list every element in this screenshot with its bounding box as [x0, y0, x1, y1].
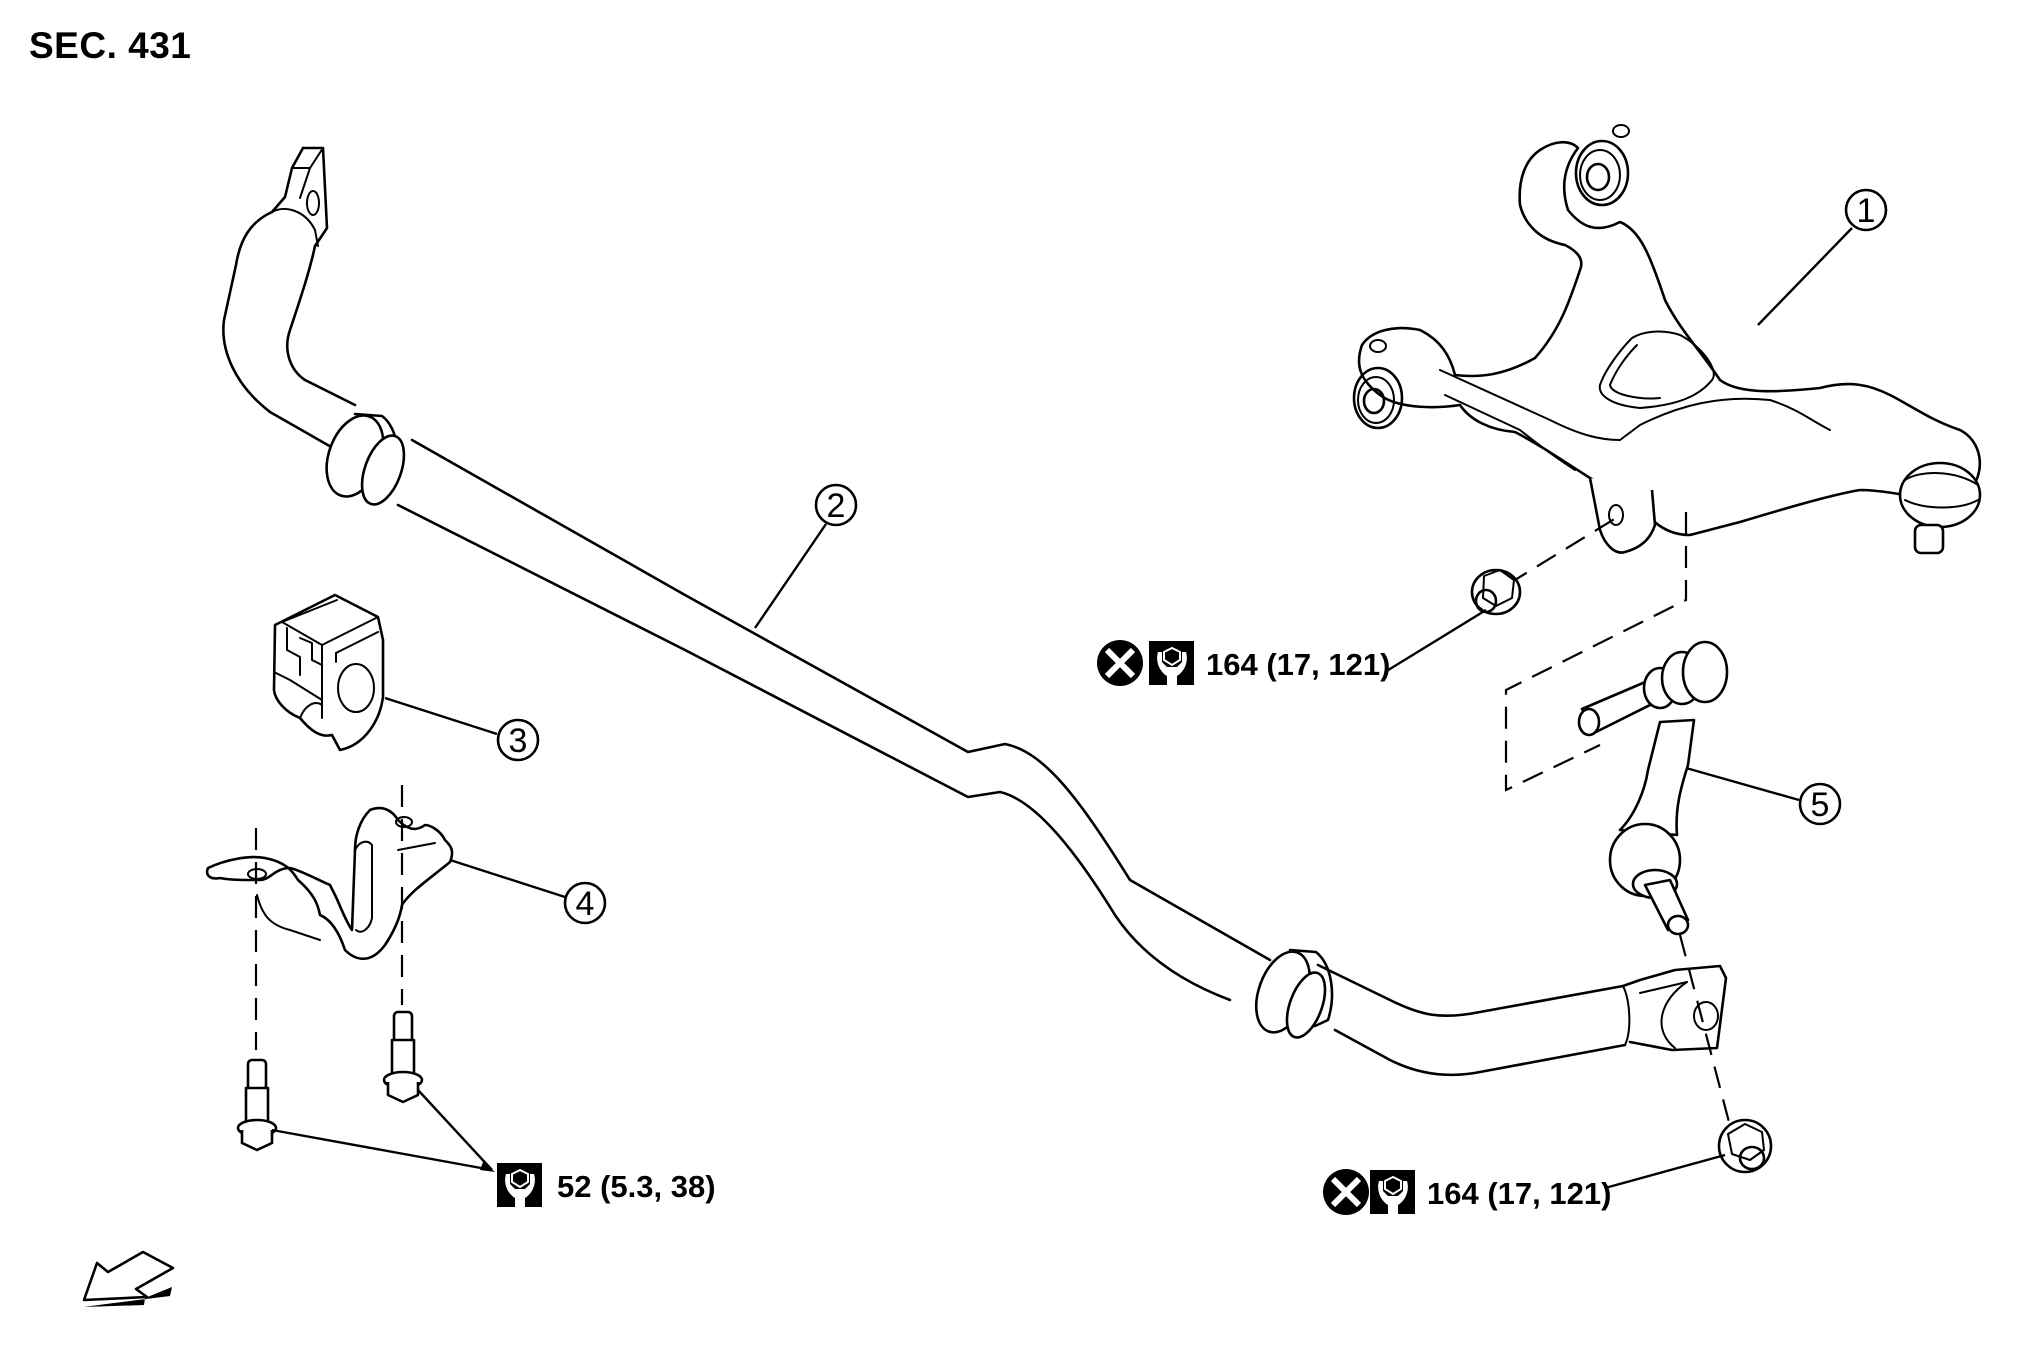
svg-text:164 (17, 121): 164 (17, 121)	[1427, 1176, 1611, 1211]
arm-nut-axis	[1478, 517, 1617, 603]
leader-4	[449, 858, 566, 899]
non-reusable-part-icon	[1097, 640, 1143, 686]
section-title: SEC. 431	[29, 25, 192, 66]
non-reusable-part-icon	[1323, 1169, 1369, 1215]
vehicle-front-arrow-icon	[82, 1250, 175, 1307]
bar-link-nut	[1717, 1118, 1773, 1174]
leader-2	[754, 523, 827, 629]
link-bar-nut-axis	[1678, 934, 1737, 1146]
clamp-bolt-right	[382, 1010, 424, 1104]
callout-5: 5	[1798, 782, 1842, 826]
leader-torque-clamp-right	[417, 1089, 493, 1171]
leader-1	[1757, 227, 1853, 326]
callout-2: 2	[814, 483, 858, 527]
bar-bushing-left	[325, 412, 406, 506]
link-to-arm-path	[1504, 512, 1688, 792]
leader-arrowhead	[480, 1162, 495, 1172]
arm-nut	[1470, 568, 1522, 616]
callout-3: 3	[496, 718, 540, 762]
leader-5	[1685, 766, 1800, 802]
torque-wrench-icon	[1370, 1170, 1415, 1214]
leader-torque-clamp-left	[271, 1128, 493, 1172]
leader-torque-bar-nut	[1604, 1153, 1726, 1190]
svg-text:2: 2	[827, 487, 846, 525]
torque-spec-arm-nut: 164 (17, 121)	[1097, 640, 1390, 686]
callout-1: 1	[1844, 188, 1888, 232]
stabilizer-bar	[222, 146, 1728, 1077]
svg-text:1: 1	[1857, 192, 1876, 230]
clamp-bolt-left	[236, 1058, 278, 1152]
svg-text:3: 3	[509, 722, 528, 760]
torque-wrench-icon	[1149, 641, 1194, 685]
leader-3	[384, 696, 498, 736]
torque-spec-bar-nut: 164 (17, 121)	[1323, 1169, 1611, 1215]
callout-4: 4	[563, 881, 607, 925]
stabilizer-bushing	[272, 593, 385, 752]
svg-text:164 (17, 121): 164 (17, 121)	[1206, 647, 1390, 682]
torque-spec-clamp-bolts: 52 (5.3, 38)	[497, 1163, 716, 1207]
stabilizer-connecting-rod	[1577, 640, 1729, 936]
stabilizer-clamp	[205, 806, 454, 961]
svg-text:4: 4	[576, 885, 595, 923]
svg-text:5: 5	[1811, 786, 1830, 824]
torque-wrench-icon	[497, 1163, 542, 1207]
svg-text:52 (5.3, 38): 52 (5.3, 38)	[557, 1169, 716, 1204]
leader-torque-arm-nut	[1384, 608, 1487, 674]
bar-bushing-right	[1254, 948, 1334, 1039]
lower-control-arm	[1352, 124, 1982, 555]
